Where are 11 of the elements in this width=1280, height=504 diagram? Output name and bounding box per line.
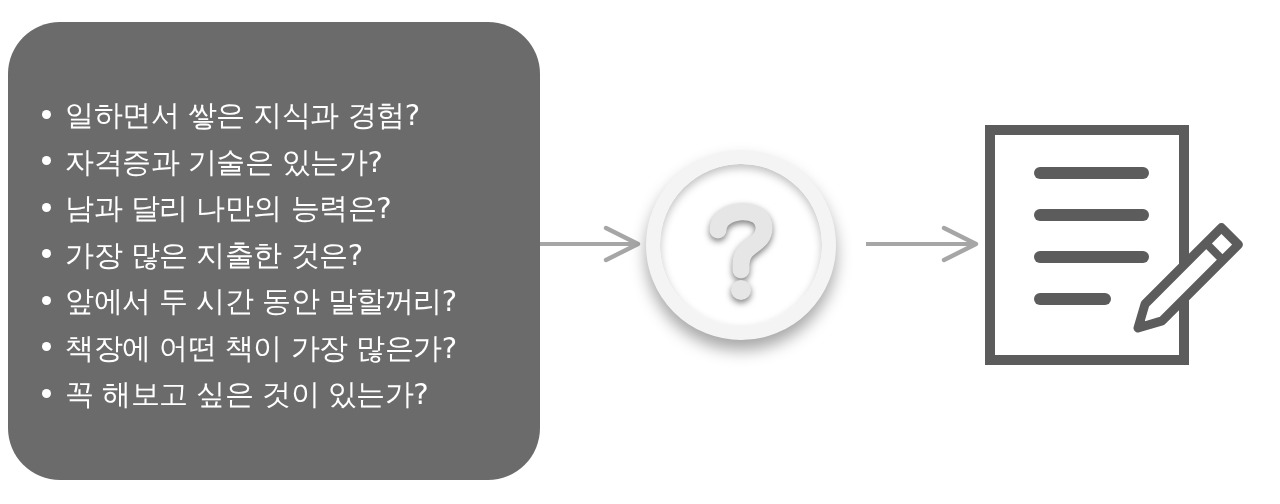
question-circle <box>646 150 836 340</box>
bullet-item: 책장에 어떤 책이 가장 많은가? <box>65 330 457 365</box>
bullet-item: 꼭 해보고 싶은 것이 있는가? <box>65 377 429 411</box>
bullet-item: 일하면서 쌓은 지식과 경험? <box>65 98 420 132</box>
bullet-item: 남과 달리 나만의 능력은? <box>65 191 392 225</box>
arrow <box>540 225 641 263</box>
arrow <box>866 225 979 263</box>
bullet-item: 자격증과 기술은 있는가? <box>65 144 383 179</box>
bullet-item: 앞에서 두 시간 동안 말할꺼리? <box>65 284 457 318</box>
question-box <box>8 22 540 480</box>
bullet-item: 가장 많은 지출한 것은? <box>65 237 363 272</box>
